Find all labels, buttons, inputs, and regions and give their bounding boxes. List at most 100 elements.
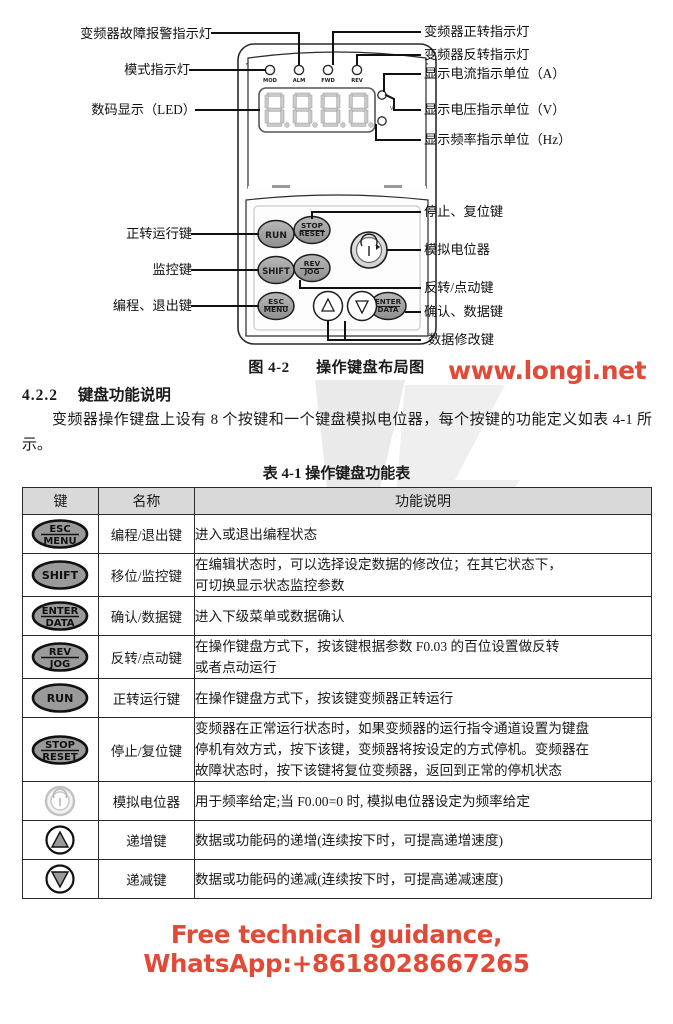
key-run-icon: RUN — [29, 683, 91, 713]
key-description-cell: 进入或退出编程状态 — [193, 514, 653, 554]
callout-mode-indicator: 模式指示灯 — [124, 62, 190, 77]
description-line: 变频器在正常运行状态时，如果变频器的运行指令通道设置为键盘 — [194, 721, 590, 736]
callout-led-display: 数码显示（LED） — [91, 102, 196, 117]
svg-text:MOD: MOD — [263, 78, 278, 84]
svg-text:RESET: RESET — [43, 752, 79, 763]
table-row: SHIFT 移位/监控键在编辑状态时，可以选择设定数据的修改位；在其它状态下，可切… — [22, 553, 653, 597]
key-glyph-cell[interactable] — [22, 859, 99, 899]
table-row: RUN 正转运行键在操作键盘方式下，按该键变频器正转运行 — [22, 678, 653, 718]
svg-text:STOP: STOP — [301, 221, 324, 230]
svg-text:ALM: ALM — [293, 78, 305, 84]
description-line: 停机有效方式，按下该键，变频器将按设定的方式停机。变频器在 — [194, 742, 590, 757]
table-header-row: 键 名称 功能说明 — [22, 487, 653, 515]
key-potentiometer-icon — [29, 785, 91, 817]
description-line: 数据或功能码的递减(连续按下时，可提高递减速度) — [194, 871, 504, 887]
callout-enter-key: 确认、数据键 — [424, 304, 504, 319]
col-header-key: 键 — [22, 487, 99, 515]
key-name-cell: 递增键 — [97, 820, 195, 860]
svg-text:FWD: FWD — [321, 78, 335, 84]
key-shift-icon: SHIFT — [29, 560, 91, 590]
callout-voltage-unit: 显示电压指示单位（V） — [424, 102, 566, 117]
section-number: 4.2.2 — [22, 387, 58, 404]
key-description-cell: 用于频率给定;当 F0.00=0 时, 模拟电位器设定为频率给定 — [193, 781, 653, 821]
svg-text:STOP: STOP — [46, 740, 76, 751]
svg-text:REV: REV — [304, 259, 321, 268]
description-line: 用于频率给定;当 F0.00=0 时, 模拟电位器设定为频率给定 — [194, 793, 530, 809]
svg-text:DATA: DATA — [378, 305, 399, 314]
key-name-cell: 正转运行键 — [97, 678, 195, 718]
figure-caption-number: 图 4-2 — [248, 360, 290, 376]
callout-frequency-unit: 显示频率指示单位（Hz） — [424, 132, 572, 147]
callout-stop-key: 停止、复位键 — [424, 204, 504, 219]
table-row: 递增键数据或功能码的递增(连续按下时，可提高递增速度) — [22, 820, 653, 860]
key-name-cell: 移位/监控键 — [97, 553, 195, 597]
key-▲-icon — [29, 825, 91, 855]
key-name-cell: 模拟电位器 — [97, 781, 195, 821]
svg-text:JOG: JOG — [49, 659, 70, 670]
key-name-cell: 确认/数据键 — [97, 596, 195, 636]
svg-text:SHIFT: SHIFT — [262, 266, 290, 276]
description-line: 在操作键盘方式下，按该键变频器正转运行 — [194, 690, 454, 706]
keypad-diagram: MOD ALM FWD REV — [189, 31, 437, 345]
svg-text:SHIFT: SHIFT — [42, 569, 79, 582]
key-name-cell: 停止/复位键 — [97, 717, 195, 782]
callout-data-modify-keys: 数据修改键 — [428, 332, 494, 347]
key-description-cell: 在编辑状态时，可以选择设定数据的修改位；在其它状态下，可切换显示状态监控参数 — [193, 553, 653, 597]
key-name-cell: 编程/退出键 — [97, 514, 195, 554]
key-description-cell: 在操作键盘方式下，按该键变频器正转运行 — [193, 678, 653, 718]
section-heading: 4.2.2 键盘功能说明 — [22, 383, 171, 405]
key-glyph-cell[interactable] — [22, 781, 99, 821]
description-line: 或者点动运行 — [194, 660, 277, 675]
key-glyph-cell[interactable]: RUN — [22, 678, 99, 718]
svg-text:DATA: DATA — [46, 618, 75, 629]
key-description-cell: 变频器在正常运行状态时，如果变频器的运行指令通道设置为键盘停机有效方式，按下该键… — [193, 717, 653, 782]
description-line: 进入或退出编程状态 — [194, 526, 318, 542]
col-header-name: 名称 — [97, 487, 195, 515]
callout-esc-key: 编程、退出键 — [112, 298, 192, 313]
description-line: 在操作键盘方式下，按该键根据参数 F0.03 的百位设置做反转 — [194, 639, 560, 654]
section-paragraph: 变频器操作键盘上设有 8 个按键和一个键盘模拟电位器，每个按键的功能定义如表 4… — [22, 412, 652, 453]
figure-caption: 图 4-2 操作键盘布局图 — [0, 356, 673, 377]
svg-text:ESC: ESC — [50, 524, 71, 535]
footer-contact: Free technical guidance, WhatsApp:+86180… — [143, 920, 530, 978]
callout-run-key: 正转运行键 — [126, 226, 192, 241]
description-line: 数据或功能码的递增(连续按下时，可提高递增速度) — [194, 832, 504, 848]
svg-text:MENU: MENU — [264, 305, 289, 314]
svg-text:REV: REV — [351, 78, 363, 84]
key-description-cell: 数据或功能码的递减(连续按下时，可提高递减速度) — [193, 859, 653, 899]
table-row: 递减键数据或功能码的递减(连续按下时，可提高递减速度) — [22, 859, 653, 899]
key-description-cell: 进入下级菜单或数据确认 — [193, 596, 653, 636]
callout-alarm-indicator: 变频器故障报警指示灯 — [80, 26, 212, 41]
callout-reverse-indicator: 变频器反转指示灯 — [424, 47, 530, 62]
key-glyph-cell[interactable]: SHIFT — [22, 553, 99, 597]
key-glyph-cell[interactable] — [22, 820, 99, 860]
keypad-figure: MOD ALM FWD REV — [0, 0, 673, 352]
figure-caption-text: 操作键盘布局图 — [316, 360, 425, 376]
table-row: 模拟电位器用于频率给定;当 F0.00=0 时, 模拟电位器设定为频率给定 — [22, 781, 653, 821]
callout-revjog-key: 反转/点动键 — [424, 280, 494, 295]
svg-text:V: V — [390, 106, 394, 112]
callout-current-unit: 显示电流指示单位（A） — [424, 66, 566, 81]
description-line: 在编辑状态时，可以选择设定数据的修改位；在其它状态下， — [194, 557, 562, 572]
key-name-cell: 递减键 — [97, 859, 195, 899]
svg-text:ENTER: ENTER — [375, 297, 402, 306]
table-caption: 表 4-1 操作键盘功能表 — [262, 466, 411, 482]
col-header-desc: 功能说明 — [193, 487, 653, 515]
svg-text:RUN: RUN — [265, 231, 287, 241]
svg-text:RUN: RUN — [47, 692, 74, 705]
callout-shift-key: 监控键 — [152, 262, 192, 277]
key-▼-icon — [29, 864, 91, 894]
svg-text:MENU: MENU — [44, 536, 77, 547]
description-line: 故障状态时，按下该键将复位变频器，返回到正常的停机状态 — [194, 763, 562, 778]
